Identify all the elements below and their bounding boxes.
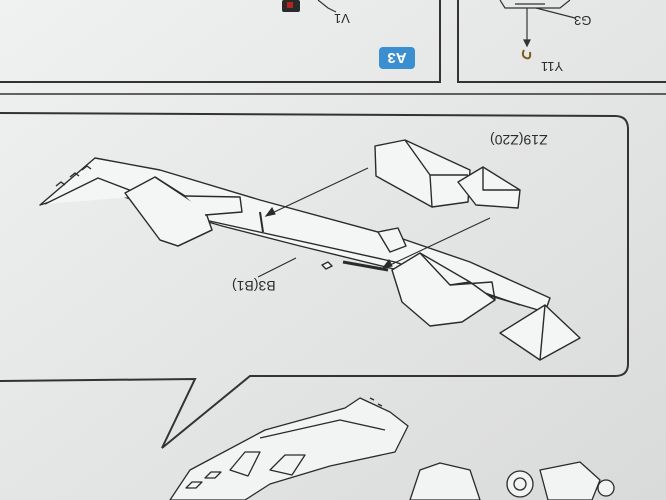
- v1-part-callout: [282, 0, 337, 13]
- fender-rail-part: [39, 139, 581, 361]
- part-label-z19-z20: Z19(Z20): [490, 132, 548, 148]
- assembly-arrows: [257, 167, 491, 278]
- step-badge-a3: A3: [379, 47, 415, 69]
- lower-chassis-drawing: [169, 397, 615, 500]
- part-label-b3-b1: B3(B1): [232, 278, 276, 294]
- part-label-y11: Y11: [541, 59, 564, 74]
- part-label-v1: V1: [334, 11, 350, 26]
- top-panel-frames: [0, 0, 666, 95]
- main-step-frame: [0, 112, 629, 449]
- g3-y11-part: [499, 0, 576, 60]
- part-label-g3: G3: [574, 13, 592, 28]
